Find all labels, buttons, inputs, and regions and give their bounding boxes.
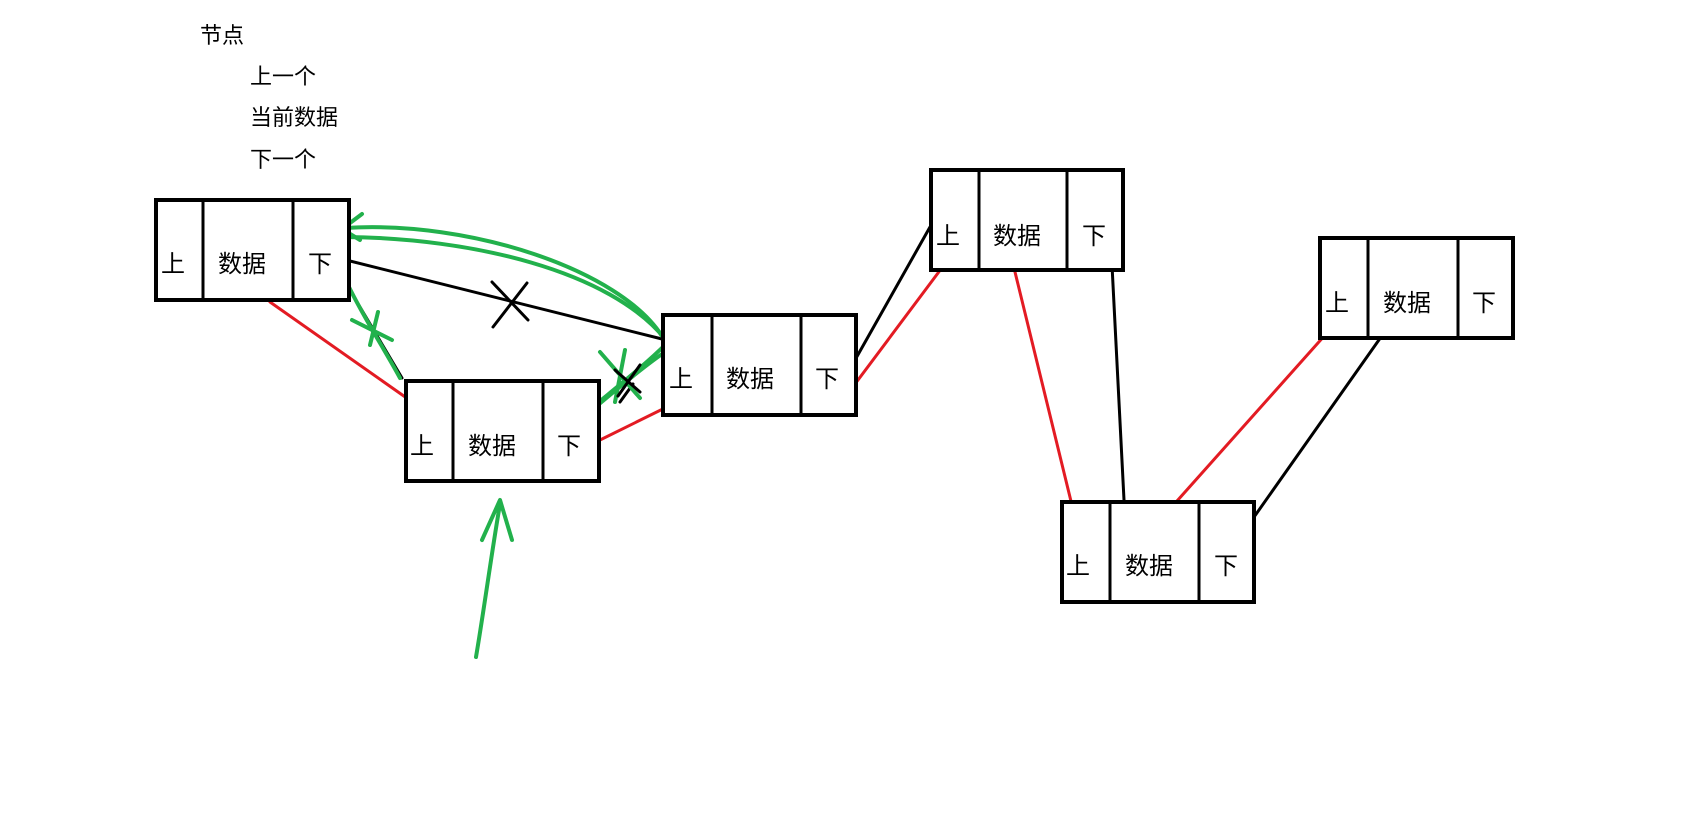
legend-item-data: 当前数据 (250, 106, 339, 131)
black-x-marks (490, 280, 642, 398)
node-n3-prev-label: 上 (669, 365, 693, 393)
node-n4-data-label: 数据 (993, 222, 1041, 250)
node-n5-data-label: 数据 (1125, 552, 1173, 580)
node-n6: 上 数据 下 (1318, 236, 1515, 340)
node-n1-prev-label: 上 (161, 250, 185, 278)
node-n5-next-label: 下 (1214, 552, 1238, 580)
node-n3: 上 数据 下 (661, 313, 858, 417)
node-n3-next-label: 下 (815, 365, 839, 393)
node-n4-prev-label: 上 (936, 222, 960, 250)
node-n5-prev-label: 上 (1066, 552, 1090, 580)
next-link-n1-n3 (336, 256, 664, 341)
node-n1-next-label: 下 (308, 250, 332, 278)
node-n2: 上 数据 下 (404, 379, 601, 483)
node-n6-data-label: 数据 (1383, 289, 1431, 317)
black-x-top-2 (491, 281, 529, 329)
node-n1-data-label: 数据 (218, 250, 266, 278)
node-n3-data-label: 数据 (726, 365, 774, 393)
node-n1: 上 数据 下 (154, 198, 351, 302)
green-arrow-forward-to-n3 (343, 235, 668, 342)
node-n4: 上 数据 下 (929, 168, 1125, 272)
legend-item-prev: 上一个 (250, 65, 317, 90)
node-n5: 上 数据 下 (1060, 500, 1256, 604)
node-n2-data-label: 数据 (468, 432, 516, 460)
node-n2-prev-label: 上 (410, 432, 434, 460)
prev-link-n5-n4 (1013, 270, 1081, 536)
next-link-n3-n4 (853, 225, 932, 362)
legend-title: 节点 (200, 24, 245, 49)
node-n6-next-label: 下 (1472, 289, 1496, 317)
prev-link-n2-n1 (268, 300, 430, 415)
black-x-low-2 (616, 363, 642, 398)
prev-link-n4-n3 (853, 255, 952, 386)
green-x-left-2 (368, 310, 380, 347)
node-n4-next-label: 下 (1082, 222, 1106, 250)
node-n6-prev-label: 上 (1325, 289, 1349, 317)
next-link-n5-n6 (1233, 335, 1383, 546)
black-x-top-1 (490, 280, 530, 322)
green-new-pointer-head (480, 498, 514, 542)
node-n2-next-label: 下 (557, 432, 581, 460)
prev-link-n6-n5 (1175, 323, 1336, 503)
legend-item-next: 下一个 (250, 148, 317, 173)
green-arrow-back-to-n1 (343, 225, 664, 338)
green-new-pointer-shaft (474, 502, 502, 659)
green-link-n1-n2 (346, 283, 402, 380)
